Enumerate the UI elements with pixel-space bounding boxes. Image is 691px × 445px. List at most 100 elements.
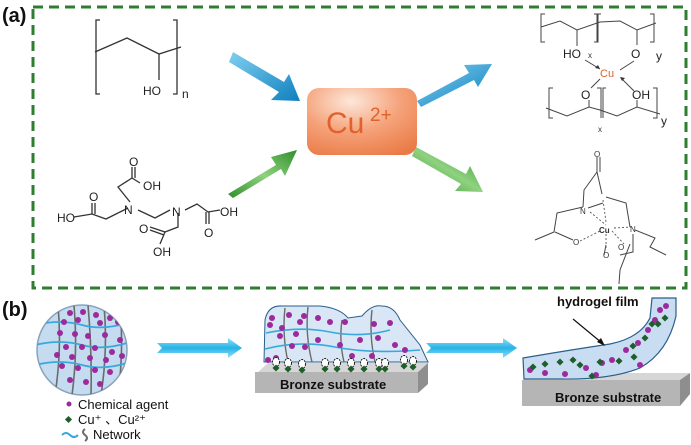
chemical-agent-dot (637, 362, 643, 368)
chemical-agent-dot (277, 333, 283, 339)
substrate-label-1: Bronze substrate (280, 377, 386, 392)
hydrogel-film (522, 297, 677, 380)
chemical-agent-dot (327, 319, 333, 325)
network-chain-blue (37, 361, 127, 369)
chemical-agent-dot (375, 335, 381, 341)
copper-ion-marker (615, 357, 623, 365)
complex-ho-top: HO (563, 47, 581, 61)
chemical-agent-dot (103, 357, 109, 363)
legend-network-blue-icon (61, 432, 79, 438)
substrate-front (255, 372, 418, 393)
network-chain-gray (100, 305, 107, 395)
substrate-side-2 (680, 373, 690, 406)
copper-ion-marker (321, 365, 329, 373)
chemical-agent-dot (402, 347, 408, 353)
chemical-agent-dot (107, 315, 113, 321)
chemical-agent-dot (293, 331, 299, 337)
chemical-agent-dot (119, 353, 125, 359)
chemical-agent-dot (109, 349, 115, 355)
chemical-agent-dot (54, 352, 60, 358)
chemical-agent-dot (583, 365, 589, 371)
edta-complex-o-bottom: O (603, 251, 609, 260)
copper-ion-marker (648, 320, 656, 328)
pva-subscript: n (182, 87, 189, 101)
network-chain-gray (71, 305, 77, 395)
legend: Chemical agent Cu⁺ 、Cu²⁺ Network (61, 397, 169, 442)
chemical-agent-dot (80, 309, 86, 315)
chemical-agent-dot (652, 317, 658, 323)
copper-ion-marker (347, 365, 355, 373)
chemical-agent-dot (57, 330, 63, 336)
process-arrow-2 (426, 338, 517, 358)
panel-a-border (31, 5, 688, 290)
chemical-agent-dot (623, 347, 629, 353)
edta-o2: O (89, 190, 98, 204)
chemical-agent-dot (289, 343, 295, 349)
legend-copper-icon (64, 415, 73, 424)
chemical-agent-dot (63, 344, 69, 350)
complex-x-top: x (588, 51, 592, 60)
legend-network-label: Network (93, 427, 141, 442)
chemical-agent-dot (72, 331, 78, 337)
legend-agent-icon (66, 401, 72, 407)
copper-ion-marker (654, 320, 662, 328)
edta-n2: N (172, 205, 181, 219)
copper-ion-marker (381, 365, 389, 373)
legend-agent-label: Chemical agent (78, 397, 169, 412)
copper-ion-marker (375, 365, 383, 373)
annotation-arrowhead (597, 338, 605, 346)
chemical-agent-dot (83, 379, 89, 385)
chemical-agent-dot (387, 320, 393, 326)
chemical-agent-dot (69, 354, 75, 360)
complex-x-bottom: x (598, 125, 602, 134)
copper-ion-marker (529, 363, 537, 371)
panel-b-label: (b) (2, 299, 28, 321)
chemical-agent-dot (371, 321, 377, 327)
chemical-agent-dot (102, 332, 108, 338)
edta-oh3: OH (220, 205, 238, 219)
network-chain-gray (306, 306, 313, 363)
edta-n1: N (124, 203, 133, 217)
network-chain-gray (87, 305, 92, 395)
blue-arrow-out (417, 64, 492, 107)
chemical-agent-dot (269, 315, 275, 321)
copper-ion-marker (576, 361, 584, 369)
edta-o3: O (204, 226, 213, 240)
chemical-agent-dot (297, 319, 303, 325)
complex-o-bottom: O (581, 88, 590, 102)
network-chain-blue (264, 343, 421, 353)
edta-complex-cu: Cu (599, 226, 610, 235)
complex-y-top: y (656, 49, 662, 63)
copper-ion-marker (569, 356, 577, 364)
copper-ion-marker (333, 365, 341, 373)
peeled-film-stage: hydrogel film Bronze substrate (522, 294, 690, 406)
chemical-agent-dot (392, 342, 398, 348)
chemical-agent-dot (59, 363, 65, 369)
edta-cu-complex: O N N Cu O O O (534, 150, 667, 285)
network-chain-blue (37, 321, 127, 329)
complex-cu: Cu (600, 68, 614, 80)
legend-network-gray-icon (82, 428, 88, 442)
copper-ion-marker (629, 342, 637, 350)
blue-arrow-in (229, 52, 300, 101)
edta-complex-n2: N (630, 225, 636, 234)
edta-oh4: OH (153, 245, 171, 259)
chemical-agent-dot (79, 344, 85, 350)
chemical-agent-dot (87, 355, 93, 361)
chemical-agent-dot (315, 315, 321, 321)
substrate-side (418, 363, 428, 393)
pva-hydroxyl: HO (143, 84, 161, 98)
chemical-agent-dot (97, 381, 103, 387)
edta-oh1: OH (143, 179, 161, 193)
chemical-agent-dot (609, 357, 615, 363)
chemical-agent-dot (349, 353, 355, 359)
network-chain-gray (340, 319, 345, 363)
chemical-agent-dot (542, 370, 548, 376)
edta-oh2: HO (57, 211, 75, 225)
network-chain-gray (54, 305, 61, 395)
chemical-agent-dot (75, 365, 81, 371)
chemical-agent-dot (369, 353, 375, 359)
chemical-agent-dot (92, 367, 98, 373)
chemical-agent-dot (337, 342, 343, 348)
